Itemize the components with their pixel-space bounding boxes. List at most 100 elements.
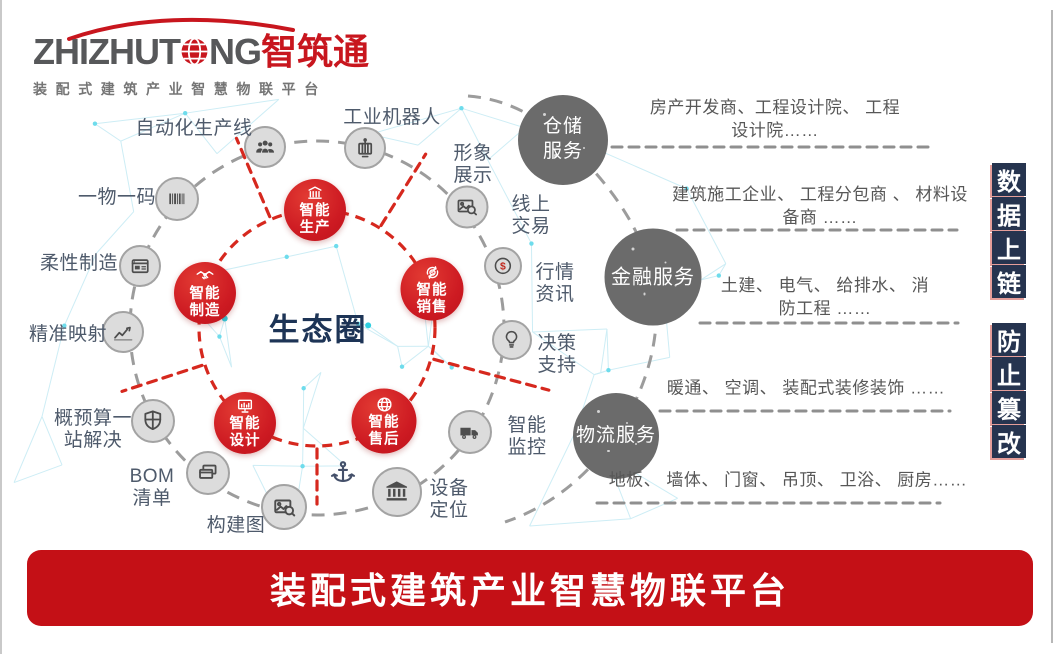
satellite-bom-list-label: BOM 清单 (129, 466, 175, 509)
satellite-flexible-manufacturing-label: 柔性制造 (39, 253, 119, 275)
satellite-image-display (445, 185, 489, 229)
truck-icon (450, 412, 490, 452)
partner-row-contractors: 建筑施工企业、 工程分包商 、 材料设备商 …… (672, 185, 968, 227)
satellite-one-item-one-code (155, 177, 199, 221)
core-node-smart-design-label: 智能 设计 (229, 416, 261, 449)
cards-icon (188, 453, 228, 493)
satellite-industrial-robot (344, 127, 386, 169)
chain-char: 改 (992, 425, 1026, 458)
satellite-smart-monitoring-label: 智能 监控 (507, 415, 547, 458)
satellite-online-trading-label: 线上 交易 (511, 194, 551, 237)
speckle (573, 125, 576, 128)
satellite-smart-monitoring (448, 410, 492, 454)
chain-char: 止 (992, 357, 1026, 390)
anchor-icon (328, 458, 358, 488)
core-node-smart-aftersales-label: 智能 售后 (368, 414, 400, 447)
core-node-smart-manufacturing-label: 智能 制造 (189, 286, 221, 319)
svg-text:$: $ (430, 271, 434, 277)
satellite-automation-line (244, 126, 286, 168)
speckle (674, 284, 677, 287)
factory-icon (305, 183, 325, 203)
satellite-construction-drawing (261, 484, 307, 530)
satellite-anchor-mark (328, 458, 358, 488)
speckle (631, 247, 635, 251)
dollar-icon: $ (486, 249, 520, 283)
robot-icon (346, 129, 384, 167)
service-finance: 金融服务 (604, 228, 702, 326)
side-banner-tamper-proof: 防止篡改 (992, 323, 1028, 458)
handshake-icon (195, 266, 215, 286)
gallery-icon (448, 188, 487, 227)
speckle (554, 154, 557, 157)
slide-right-edge (1051, 10, 1053, 643)
sales-cycle-icon: $ (422, 262, 442, 282)
service-logistics: 物流服务 (573, 393, 659, 479)
shield-icon (133, 401, 173, 441)
satellite-flexible-manufacturing (119, 245, 161, 287)
chart-icon (104, 313, 142, 351)
satellite-one-item-one-code-label: 一物一码 (77, 187, 157, 209)
core-node-smart-production-label: 智能 生产 (299, 203, 331, 236)
service-warehouse: 仓储 服务 (518, 95, 608, 185)
satellite-equipment-location (372, 467, 422, 517)
core-node-smart-sales: $ 智能 销售 (400, 257, 464, 321)
speckle (664, 261, 667, 264)
satellite-budget-solution-label: 概预算一 站解决 (53, 408, 133, 451)
chain-char: 篡 (992, 391, 1026, 424)
footer-banner: 装配式建筑产业智慧物联平台 (27, 550, 1033, 626)
globe-icon (374, 394, 394, 414)
speckle (543, 113, 547, 116)
bulb-icon (494, 322, 530, 358)
side-banner-data-on-chain: 数据上链 (992, 163, 1028, 298)
partner-row-civil-works: 土建、 电气、 给排水、 消防工程 …… (720, 276, 930, 318)
svg-text:$: $ (500, 262, 506, 273)
partner-row-developers: 房产开发商、工程设计院、 工程设计院…… (649, 98, 901, 140)
partner-row-hvac-decoration: 暖通、 空调、 装配式装修装饰 …… (666, 378, 946, 398)
speckle (582, 147, 585, 150)
brand-latin-right: NG (208, 31, 262, 72)
logo-globe-icon (179, 36, 210, 73)
core-node-smart-manufacturing: 智能 制造 (174, 262, 236, 324)
core-node-smart-production: 智能 生产 (284, 179, 346, 241)
brand-latin-left: ZHIZHUT (33, 31, 181, 72)
slide-left-edge (0, 0, 2, 654)
chain-char: 防 (992, 323, 1026, 356)
core-node-smart-design: 智能 设计 (214, 392, 276, 454)
satellite-budget-solution (131, 399, 175, 443)
footer-title: 装配式建筑产业智慧物联平台 (269, 570, 790, 611)
monitor-icon (235, 396, 255, 416)
satellite-construction-drawing-label: 构建图 (206, 515, 266, 537)
satellite-automation-line-label: 自动化生产线 (135, 118, 253, 140)
partner-row-materials: 地板、 墙体、 门窗、 吊顶、 卫浴、 厨房…… (608, 470, 968, 490)
satellite-equipment-location-label: 设备 定位 (429, 478, 469, 521)
satellite-precise-mapping-label: 精准映射 (28, 324, 108, 346)
blueprint-icon (263, 486, 305, 528)
chain-char: 据 (992, 197, 1026, 230)
speckle (643, 292, 646, 296)
satellite-image-display-label: 形象 展示 (453, 143, 493, 186)
satellite-decision-support-label: 决策 支持 (537, 333, 577, 376)
speckle (607, 449, 610, 453)
core-node-smart-aftersales: 智能 售后 (351, 388, 417, 454)
core-node-smart-sales-label: 智能 销售 (416, 282, 448, 315)
chain-char: 数 (992, 163, 1026, 196)
bank-icon (374, 469, 420, 515)
satellite-market-info-label: 行情 资讯 (535, 262, 575, 305)
team-icon (246, 128, 284, 166)
ecosystem-title: 生态圈 (268, 312, 368, 348)
speckle (634, 442, 637, 445)
window-icon (121, 247, 159, 285)
barcode-icon (157, 179, 197, 219)
satellite-industrial-robot-label: 工业机器人 (343, 107, 441, 129)
chain-char: 链 (992, 265, 1026, 298)
brand-wordmark: ZHIZHUT NG智筑通 (33, 31, 369, 73)
speckle (626, 422, 629, 425)
logo-swoosh-icon (67, 17, 295, 41)
satellite-precise-mapping (102, 311, 144, 353)
satellite-online-trading: $ (484, 247, 522, 285)
satellite-decision-support (492, 320, 532, 360)
satellite-bom-list (186, 451, 230, 495)
brand-chinese: 智筑通 (260, 31, 369, 72)
